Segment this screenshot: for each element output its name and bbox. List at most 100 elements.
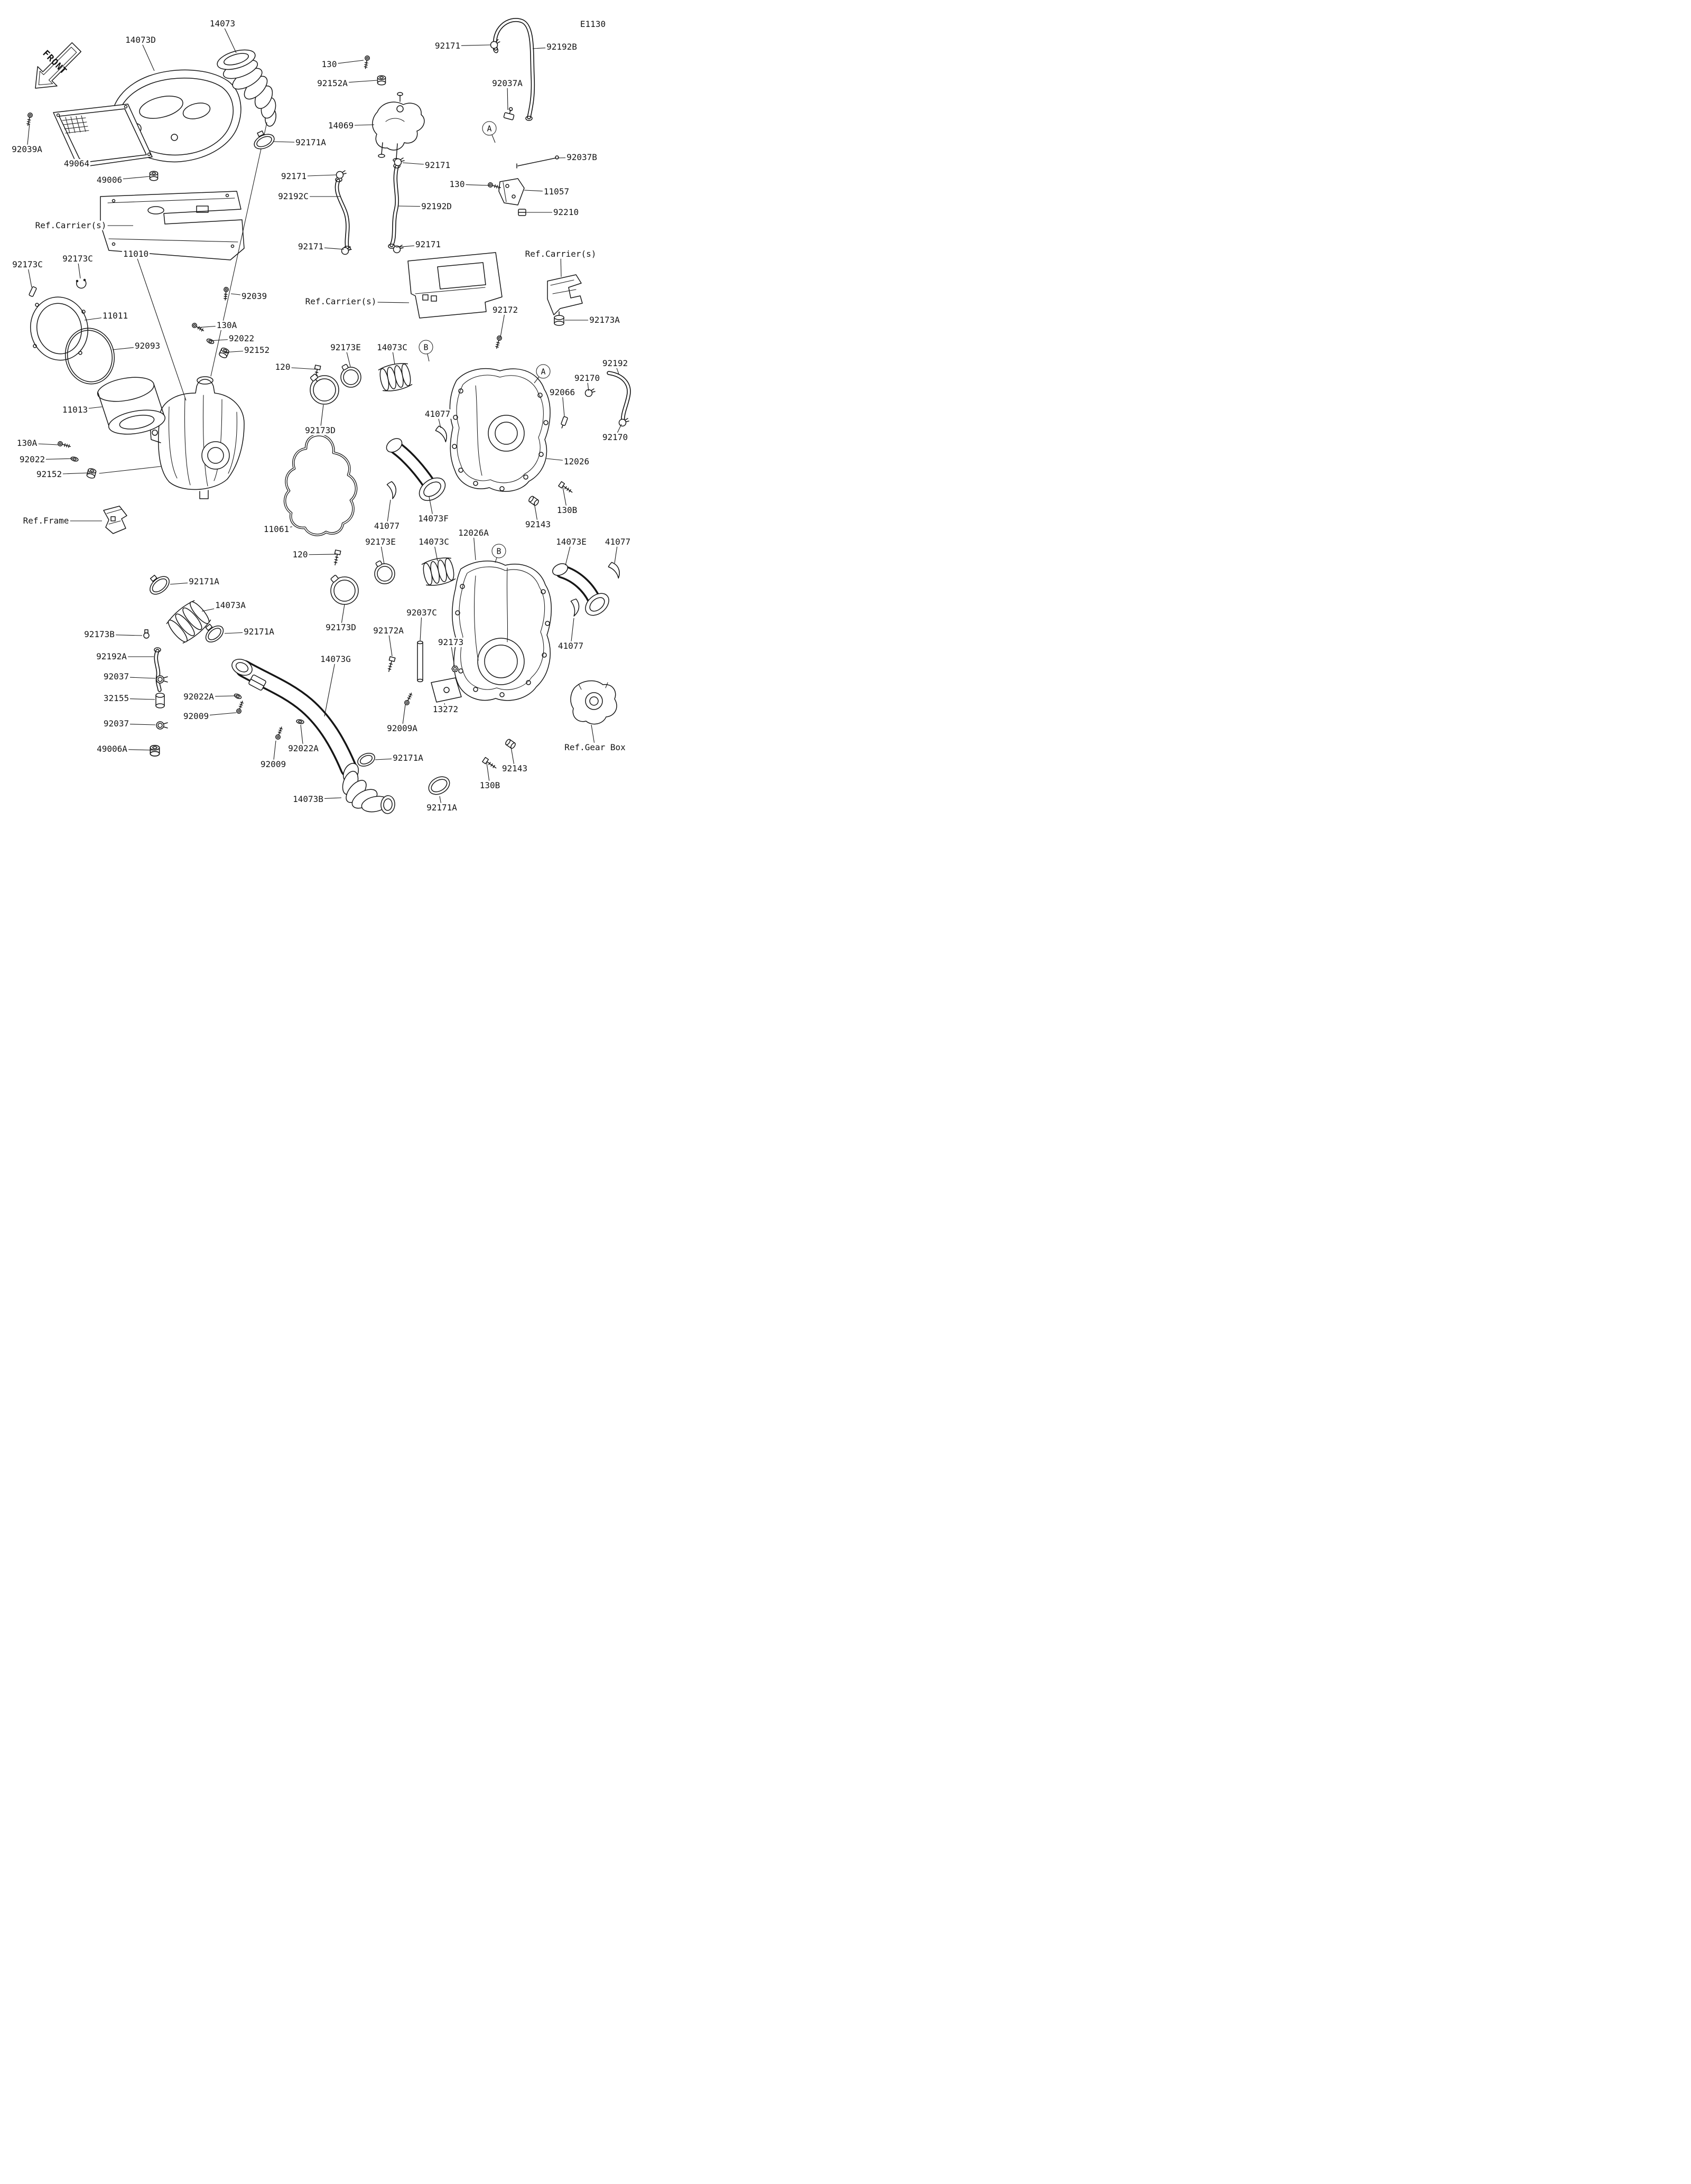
clamp-92173d-top	[310, 374, 339, 405]
washer-92022-left	[70, 455, 79, 463]
clamp-92170-b	[618, 418, 629, 427]
clip-92173c-a	[29, 286, 37, 297]
clamp-92171a-4	[428, 776, 450, 795]
leader-line-92171	[402, 162, 438, 166]
leader-line-92173b	[99, 634, 143, 636]
leader-line-92039	[230, 293, 255, 297]
leader-line-92173e	[345, 347, 351, 367]
clip-92173a	[554, 311, 564, 326]
leader-line-11011	[84, 315, 116, 321]
construction-line-left	[99, 465, 165, 474]
screw-92172a	[386, 656, 396, 673]
leader-line-92171a	[375, 758, 408, 760]
leader-line-41077	[570, 618, 574, 647]
clamp-92037-a	[156, 675, 168, 684]
diagram-canvas: FRONT	[25, 18, 631, 814]
clamp-92171-d-bottom	[393, 245, 404, 254]
callout-leader-a	[489, 128, 496, 143]
leader-line-92173d	[340, 604, 345, 628]
leader-line-14073a	[201, 605, 231, 612]
cover-gasket	[283, 434, 358, 536]
frame-bracket	[103, 506, 127, 534]
grommet-92152-left	[86, 467, 97, 480]
leader-line-49006	[109, 176, 150, 181]
airbox-shell-12026	[449, 368, 551, 492]
carrier-bracket-left	[100, 191, 245, 260]
leader-line-130b	[562, 487, 568, 511]
vane-41077-d	[565, 597, 583, 618]
leader-line-92037a	[507, 83, 508, 110]
leader-line-92039a	[26, 123, 30, 150]
leader-line-130	[329, 60, 364, 65]
collar-92143-bottom	[504, 738, 517, 750]
leader-line-92037	[116, 676, 156, 679]
leader-line-92022	[32, 458, 74, 460]
air-filter-element	[97, 377, 166, 435]
collar-92143-top	[527, 495, 540, 507]
washer-92022a-1	[233, 693, 243, 700]
leader-line-130a	[197, 325, 227, 328]
leader-line-14073c	[392, 347, 395, 365]
washer-92022a-2	[295, 718, 305, 725]
outlet-tube-14073g	[231, 659, 359, 783]
construction-line-elbow	[210, 122, 267, 377]
clip-92173b	[143, 629, 150, 639]
outlet-elbow-14073b	[342, 771, 395, 814]
grommet-49006a	[150, 745, 160, 757]
leader-line-130a	[26, 443, 59, 445]
leader-line-14073e	[565, 542, 572, 566]
leader-line-12026a	[473, 533, 476, 561]
bolt-130b-bottom	[482, 757, 498, 771]
leader-line-32155	[116, 698, 155, 700]
grommet-92152-top	[218, 347, 230, 359]
cover-plate	[53, 104, 153, 168]
leader-line-92173c	[27, 264, 32, 288]
leader-line-130	[457, 184, 490, 186]
duct-14073c-bottom	[421, 557, 456, 586]
front-arrow: FRONT	[35, 42, 82, 89]
clamp-92171a-1	[150, 574, 170, 595]
leader-line-130b	[486, 762, 490, 786]
leader-line-92173d	[320, 404, 324, 431]
airbox-shell-12026a	[452, 561, 552, 701]
grommet-92152a	[377, 75, 386, 86]
hose-92192-right	[607, 371, 631, 425]
leader-line-11010	[135, 254, 187, 401]
leader-line-92171a	[170, 581, 205, 585]
screw-130-top	[363, 55, 370, 70]
intake-elbow-duct	[217, 49, 276, 127]
vane-41077-a	[434, 425, 448, 443]
leader-line-92171a	[273, 141, 311, 143]
leader-line-12026	[546, 458, 577, 462]
bolt-130b-top	[558, 481, 574, 495]
pipe-92037c	[417, 640, 423, 683]
hose-92192c	[335, 177, 351, 251]
leader-line-14073c	[433, 542, 438, 562]
leader-line-92037b	[557, 157, 582, 158]
leader-line-ref-carrier-s	[340, 301, 410, 303]
leader-line-92173c	[77, 258, 81, 279]
leader-line-92022a	[198, 695, 237, 697]
leader-line-92037	[116, 723, 156, 725]
leader-line-92009a	[402, 704, 406, 729]
screw-92009a	[403, 692, 414, 706]
bellows-duct-14073a	[166, 600, 211, 643]
leader-line-92192	[615, 363, 619, 375]
leader-line-92143	[534, 502, 538, 525]
leader-line-14073g	[324, 659, 336, 717]
clamp-92171a-top	[254, 130, 275, 150]
leader-line-11057	[524, 190, 557, 192]
leader-line-92152a	[332, 80, 378, 84]
leader-line-14073d	[140, 40, 155, 71]
leader-line-14073	[222, 23, 237, 53]
airbox-front-half	[150, 376, 245, 499]
clamp-92173e-bottom	[374, 560, 395, 584]
leader-line-92172a	[388, 630, 393, 657]
leader-line-ref-gear-box	[591, 724, 596, 748]
clip-92173c-b	[76, 278, 87, 289]
leader-line-92170	[615, 424, 622, 438]
leader-line-92037c	[420, 612, 422, 642]
leader-line-92170	[587, 378, 589, 391]
duct-14073c-top	[378, 363, 413, 391]
leader-line-92173e	[380, 542, 385, 565]
